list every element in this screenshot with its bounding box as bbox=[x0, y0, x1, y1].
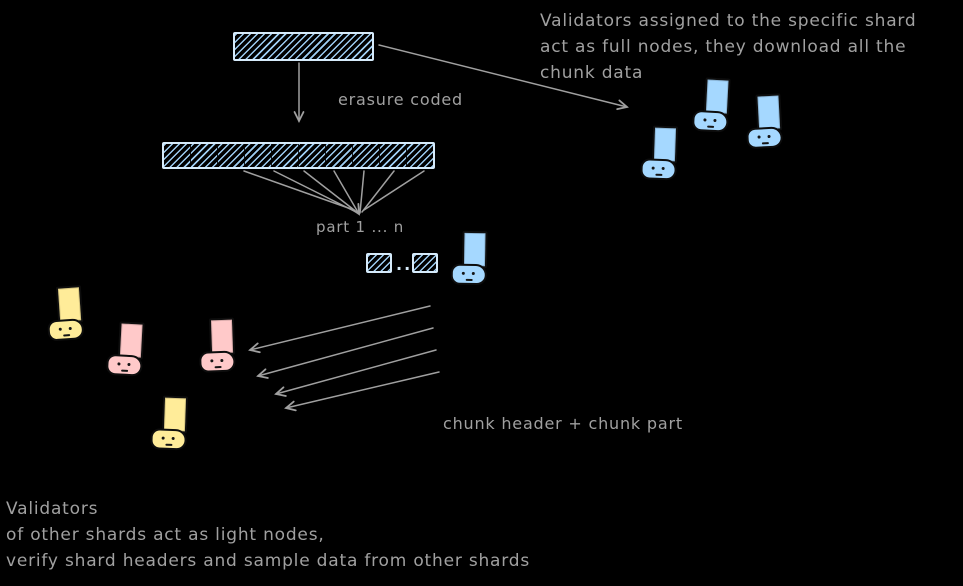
validator-face-icon bbox=[47, 318, 85, 342]
validator-face-icon bbox=[640, 158, 677, 181]
erasure-coded-parts-box bbox=[162, 142, 435, 169]
light-nodes-note: Validators of other shards act as light … bbox=[6, 496, 706, 574]
validator-figure-other-3 bbox=[197, 317, 247, 383]
validator-figure-other-4 bbox=[149, 395, 199, 461]
note-line: Validators bbox=[6, 499, 99, 519]
chunk-part-ellipsis: .. bbox=[396, 255, 413, 274]
chunk-part-square-2 bbox=[412, 253, 438, 273]
validator-face-icon bbox=[199, 350, 236, 373]
erasure-coded-label: erasure coded bbox=[338, 90, 464, 109]
validator-hat-icon bbox=[461, 230, 488, 269]
chunk-message-label: chunk header + chunk part bbox=[443, 414, 683, 433]
validator-figure-shard-2 bbox=[743, 93, 794, 159]
note-line: chunk data bbox=[540, 63, 644, 83]
validator-hat-icon bbox=[755, 93, 783, 132]
validator-face-icon bbox=[105, 353, 143, 377]
validator-face-icon bbox=[150, 428, 187, 451]
validator-figure-shard-1 bbox=[690, 77, 741, 143]
chunk-part-square-1 bbox=[366, 253, 392, 273]
note-line: act as full nodes, they download all the bbox=[540, 37, 907, 57]
validator-figure-other-1 bbox=[44, 284, 96, 351]
validator-hat-icon bbox=[208, 317, 236, 356]
part-range-label: part 1 ... n bbox=[316, 218, 405, 236]
note-line: of other shards act as light nodes, bbox=[6, 525, 325, 545]
chunk-box bbox=[233, 32, 374, 61]
note-line: verify shard headers and sample data fro… bbox=[6, 551, 531, 571]
validator-face-icon bbox=[746, 126, 784, 150]
validator-figure-other-2 bbox=[104, 321, 155, 387]
shard-validators-note: Validators assigned to the specific shar… bbox=[540, 8, 960, 86]
validator-figure-chunk-producer bbox=[449, 230, 498, 296]
validator-figure-shard-3 bbox=[639, 125, 689, 191]
note-line: Validators assigned to the specific shar… bbox=[540, 11, 917, 31]
validator-face-icon bbox=[450, 263, 487, 286]
validator-face-icon bbox=[691, 109, 729, 133]
